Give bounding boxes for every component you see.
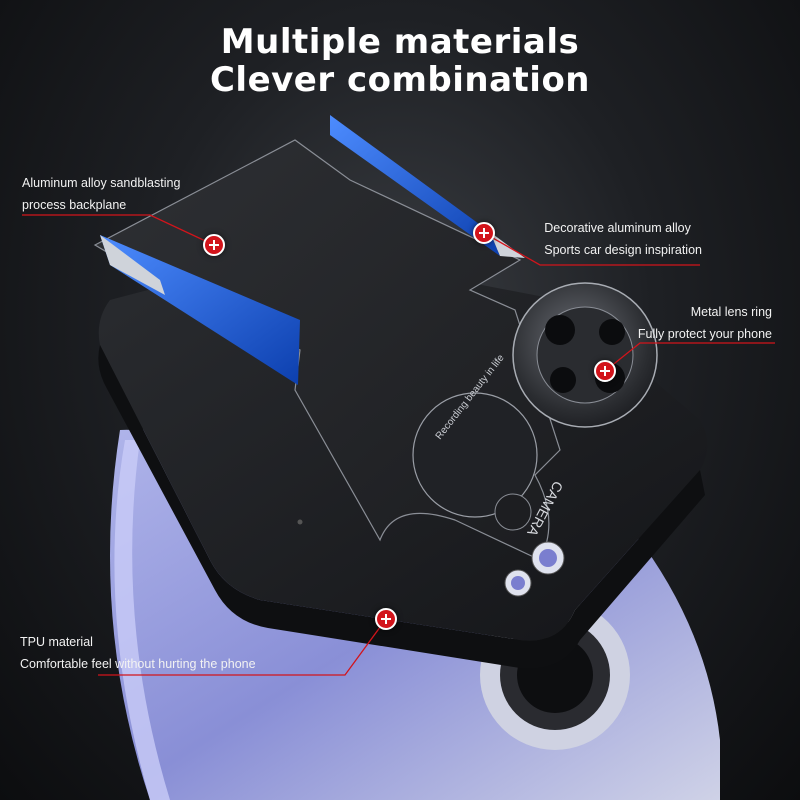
- callout-decorative-alloy: Decorative aluminum alloy Sports car des…: [544, 217, 702, 261]
- callout-title: TPU material: [20, 635, 93, 649]
- callout-title: Metal lens ring: [690, 305, 772, 319]
- callout-title: Aluminum alloy sandblasting: [22, 176, 181, 190]
- plus-marker-icon: [473, 222, 495, 244]
- plus-marker-icon: [594, 360, 616, 382]
- callout-title: Decorative aluminum alloy: [544, 221, 691, 235]
- callout-backplane: Aluminum alloy sandblasting process back…: [22, 172, 180, 216]
- metal-lens-ring: [512, 282, 658, 428]
- headline-line-1: Multiple materials: [220, 22, 580, 62]
- callout-lens-ring: Metal lens ring Fully protect your phone: [638, 301, 772, 345]
- callout-lines: [22, 214, 775, 676]
- headline-line-2: Clever combination: [209, 60, 591, 100]
- callout-subtitle: Sports car design inspiration: [544, 243, 702, 257]
- callout-tpu: TPU material Comfortable feel without hu…: [20, 631, 256, 675]
- callout-subtitle: process backplane: [22, 198, 127, 212]
- plus-marker-icon: [375, 608, 397, 630]
- callout-subtitle: Fully protect your phone: [637, 327, 772, 341]
- plus-marker-icon: [203, 234, 225, 256]
- blue-stripe-left: [100, 235, 300, 385]
- callout-subtitle: Comfortable feel without hurting the pho…: [20, 657, 256, 671]
